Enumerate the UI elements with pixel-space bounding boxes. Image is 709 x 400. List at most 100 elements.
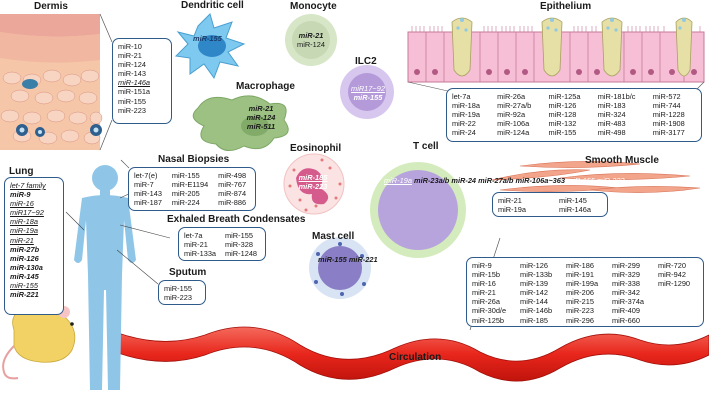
list-item: miR-10 <box>118 42 142 51</box>
list-item <box>658 297 698 306</box>
list-item: miR-498 <box>597 128 626 138</box>
list-item: let-7a <box>452 92 471 101</box>
list-item: miR-26a <box>497 92 526 101</box>
dendritic-title: Dendritic cell <box>181 0 244 11</box>
blood-vessel <box>109 326 709 382</box>
list-item: miR-223 <box>566 306 594 316</box>
epithelium-shape <box>407 17 705 97</box>
list-item: let-7 family <box>10 181 46 190</box>
dermis-title: Dermis <box>34 1 68 12</box>
list-item: miR-155 <box>118 96 146 106</box>
list-item: miR-942 <box>658 270 686 280</box>
list-item: miR-155 <box>548 128 577 138</box>
list-item: miR-19a <box>384 176 412 185</box>
list-item: miR-19a <box>498 205 526 215</box>
dermis-list: miR-10 miR-21 miR-124 miR-143 miR-146a m… <box>112 38 172 124</box>
list-item: miR-223 <box>597 176 626 185</box>
list-item: miR-1290 <box>658 279 691 289</box>
list-item: let-7a <box>184 231 203 240</box>
eosinophil-title: Eosinophil <box>290 143 342 154</box>
list-item: miR-3177 <box>652 128 685 138</box>
dendritic-cell-shape <box>174 13 246 80</box>
list-item: miR-767 <box>218 180 247 190</box>
list-item: miR-7 <box>134 180 154 190</box>
tcell-title: T cell <box>413 141 439 152</box>
list-item: miR-9 <box>472 261 492 270</box>
human-silhouette <box>74 165 136 390</box>
list-item: miR-19a <box>10 226 38 236</box>
list-item: miR-143 <box>118 69 146 79</box>
list-item: miR-181b/c <box>597 92 636 101</box>
nasal-title: Nasal Biopsies <box>158 154 230 165</box>
list-item: miR-874 <box>218 189 247 199</box>
monocyte-title: Monocyte <box>290 1 337 12</box>
list-item: miR-1248 <box>225 249 258 259</box>
list-item: miR-324 <box>597 110 626 120</box>
list-item: miR-660 <box>612 315 640 325</box>
lung-title: Lung <box>9 166 34 177</box>
list-item: miR-18a <box>452 101 480 111</box>
list-item: miR-124 <box>246 113 276 122</box>
list-item: miR-125b <box>472 315 505 325</box>
list-item: miR-21 <box>248 104 274 113</box>
list-item: miR-143 <box>134 189 162 199</box>
list-item: miR-185 <box>298 173 328 182</box>
list-item: miR-106a <box>497 119 530 129</box>
list-item: miR-572 <box>652 92 681 101</box>
list-item: miR-21 <box>298 31 324 40</box>
list-item: miR-139 <box>520 279 548 289</box>
list-item: miR-21 <box>472 288 496 298</box>
list-item: miR-133b <box>520 270 553 280</box>
list-item: miR-146a <box>558 205 591 215</box>
list-item: miR-215 <box>566 297 594 307</box>
list-item: miR-155 <box>10 281 38 291</box>
list-item: miR-19a <box>452 110 480 120</box>
list-item: miR-511 <box>246 122 276 131</box>
list-item: miR-223 <box>118 105 146 115</box>
list-item: miR-221 <box>348 255 378 264</box>
list-item: miR-151a <box>118 87 151 97</box>
monocyte-list: miR-21 miR-124 <box>294 31 328 49</box>
list-item: miR-155 <box>567 176 596 185</box>
list-item: miR-146a <box>118 78 151 88</box>
mouse-shape <box>2 305 76 380</box>
list-item: miR-125a <box>548 92 581 101</box>
list-item: miR-185 <box>520 315 548 325</box>
ilc2-title: ILC2 <box>355 56 377 67</box>
ilc2-list: miR17~92 miR-155 <box>349 84 387 102</box>
list-item: miR-128 <box>548 110 577 120</box>
list-item: miR-338 <box>612 279 640 289</box>
list-item: miR-27a/b <box>478 176 514 185</box>
list-item: miR-133a <box>184 249 217 259</box>
list-item: miR17~92 <box>351 84 385 93</box>
list-item: miR-18a <box>10 217 38 227</box>
list-item: miR-223 <box>298 182 328 191</box>
list-item: miR-221 <box>10 290 39 300</box>
tcell-list: miR-19a miR-23a/b miR-24 miR-27a/b miR-1… <box>384 176 625 185</box>
dendritic-mir: miR-155 <box>193 34 222 43</box>
list-item: miR-409 <box>612 306 640 316</box>
mast-title: Mast cell <box>312 231 355 242</box>
list-item: miR-1228 <box>652 110 685 120</box>
list-item: miR-21 <box>10 235 34 245</box>
list-item: miR-155 <box>318 255 347 264</box>
ebc-title: Exhaled Breath Condensates <box>167 214 306 225</box>
dermis-tissue <box>0 13 113 151</box>
list-item: miR-126 <box>520 261 548 270</box>
list-item: miR-155 <box>164 284 192 293</box>
list-item: miR-146b <box>520 306 553 316</box>
list-item <box>658 316 698 325</box>
list-item <box>658 306 698 315</box>
list-item: miR-E1194 <box>171 180 209 190</box>
list-item: miR-155 <box>225 231 253 240</box>
list-item: miR-199a <box>566 279 599 289</box>
list-item: miR-205 <box>171 189 200 199</box>
epithelium-list: let-7a miR-26a miR-125a miR-181b/c miR-572 mi… <box>446 88 702 142</box>
eosinophil-list: miR-185 miR-223 <box>293 173 333 191</box>
list-item: miR-155 <box>353 93 383 102</box>
list-item: miR-342 <box>612 288 640 298</box>
list-item: miR-296 <box>566 315 594 325</box>
list-item: miR-24 <box>452 128 476 138</box>
